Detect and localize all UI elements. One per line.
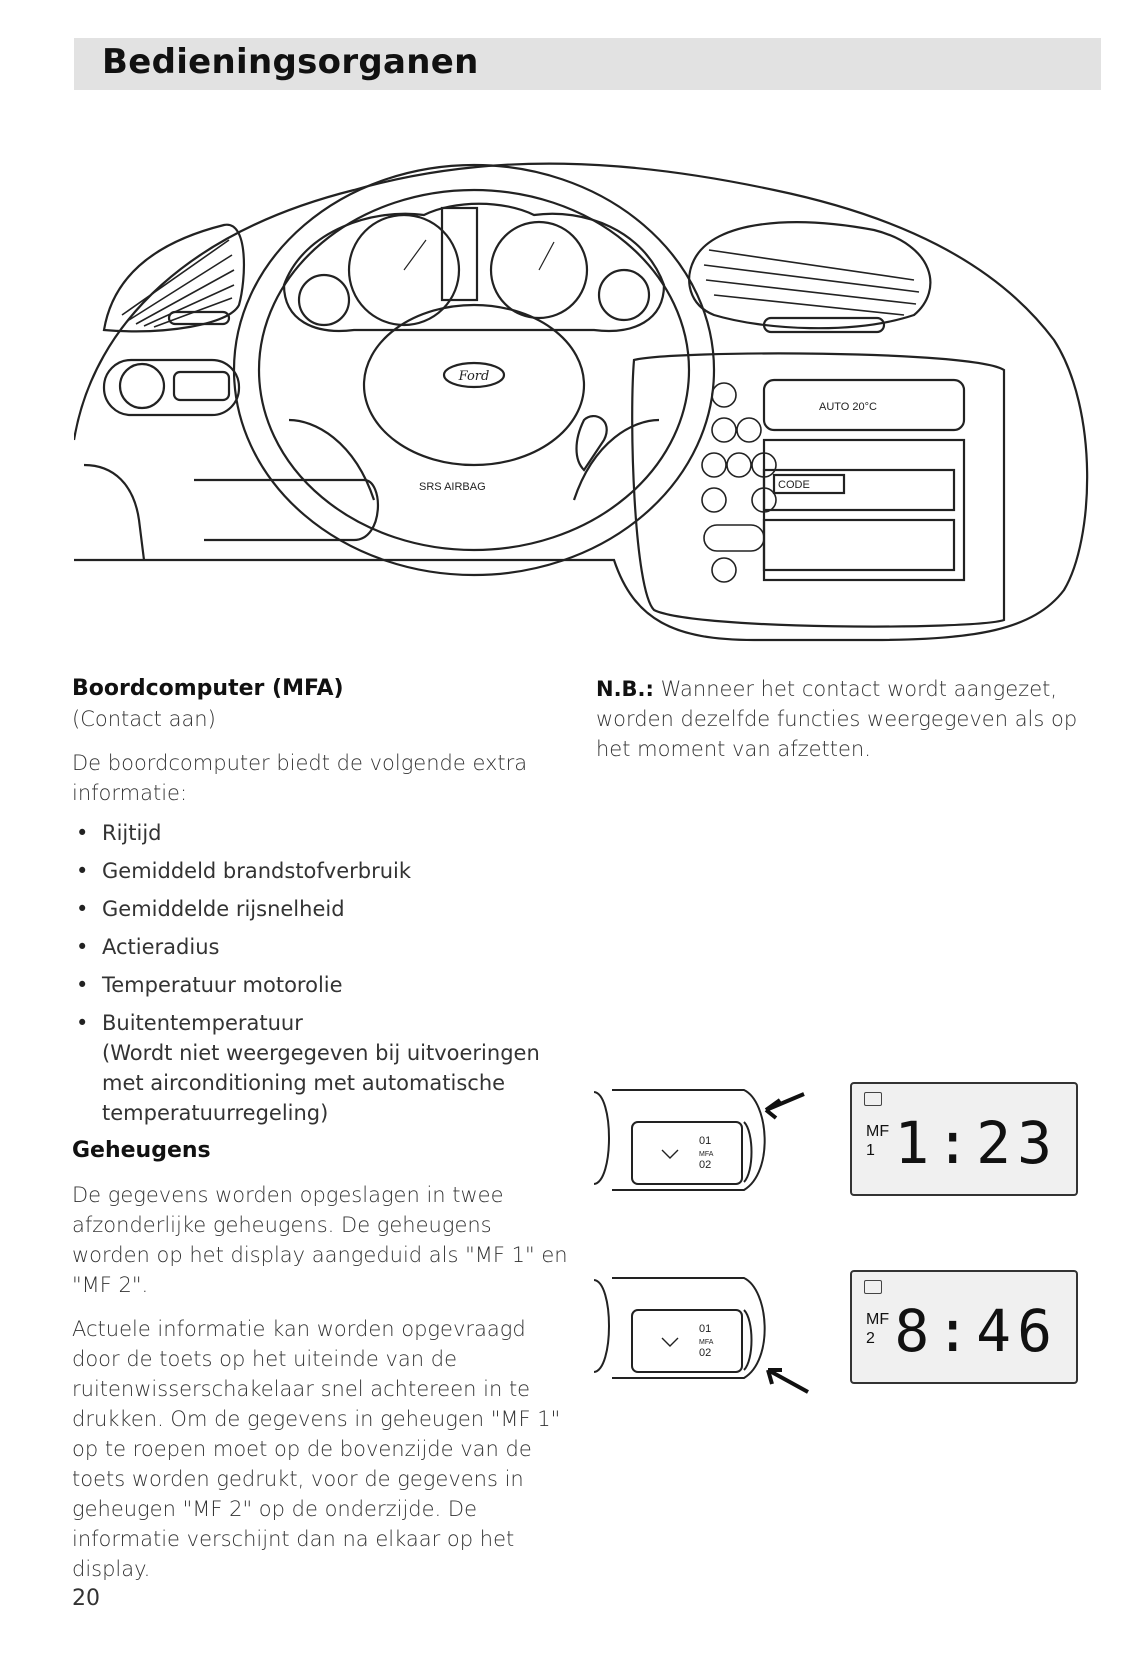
stalk-label-02: 02 (699, 1347, 711, 1359)
intro-paragraph: De boordcomputer biedt de volgende extra… (72, 751, 528, 805)
list-item: Actieradius (72, 932, 572, 962)
radio-code-label: CODE (778, 479, 810, 491)
note-label: N.B.: (596, 677, 654, 701)
wiper-stalk-figure-1: 01 MFA 02 (594, 1089, 805, 1191)
climate-display-label: AUTO 20°C (819, 401, 877, 413)
feature-list: Rijtijd Gemiddeld brandstofverbruik Gemi… (72, 818, 572, 1128)
stalk-label-01: 01 (699, 1323, 711, 1335)
list-item-note: (Wordt niet weergegeven bij uitvoeringen… (102, 1041, 540, 1125)
mf2-time: 8:46 (894, 1297, 1058, 1365)
page-title: Bedieningsorganen (102, 42, 479, 82)
stalk-label-mfa: MFA (699, 1151, 714, 1158)
list-item: Gemiddeld brandstofverbruik (72, 856, 572, 886)
stalk-label-02: 02 (699, 1159, 711, 1171)
clock-icon (864, 1092, 882, 1106)
section-heading-boordcomputer: Boordcomputer (MFA) (72, 676, 344, 701)
list-item: Temperatuur motorolie (72, 970, 572, 1000)
header-bar: Bedieningsorganen (74, 38, 1101, 90)
clock-icon (864, 1280, 882, 1294)
note-text: Wanneer het contact wordt aangezet, word… (596, 677, 1078, 761)
airbag-label: SRS AIRBAG (419, 481, 486, 493)
stalk-label-mfa: MFA (699, 1339, 714, 1346)
list-item-label: Buitentemperatuur (102, 1011, 303, 1035)
note-paragraph: N.B.: Wanneer het contact wordt aangezet… (596, 674, 1096, 764)
ford-logo-text: Ford (458, 369, 490, 384)
arrow-up-icon (764, 1092, 805, 1120)
left-column: Boordcomputer (MFA) (Contact aan) De boo… (72, 674, 572, 1584)
geheugens-paragraph-1: De gegevens worden opgeslagen in twee af… (72, 1183, 568, 1297)
geheugens-paragraph-2: Actuele informatie kan worden opgevraagd… (72, 1317, 561, 1581)
section-subheading-contact: (Contact aan) (72, 707, 216, 731)
right-column: N.B.: Wanneer het contact wordt aangezet… (596, 674, 1096, 764)
page-number: 20 (72, 1586, 100, 1611)
arrow-down-icon (766, 1368, 809, 1394)
list-item: Rijtijd (72, 818, 572, 848)
list-item: Gemiddelde rijsnelheid (72, 894, 572, 924)
list-item: Buitentemperatuur (Wordt niet weergegeve… (72, 1008, 572, 1128)
wiper-stalk-figure-2: 01 MFA 02 (594, 1277, 809, 1394)
dashboard-illustration: Ford SRS AIRBAG CODE AUTO 20°C (74, 162, 1089, 642)
mf1-time: 1:23 (894, 1109, 1058, 1177)
section-heading-geheugens: Geheugens (72, 1138, 211, 1163)
stalk-label-01: 01 (699, 1135, 711, 1147)
